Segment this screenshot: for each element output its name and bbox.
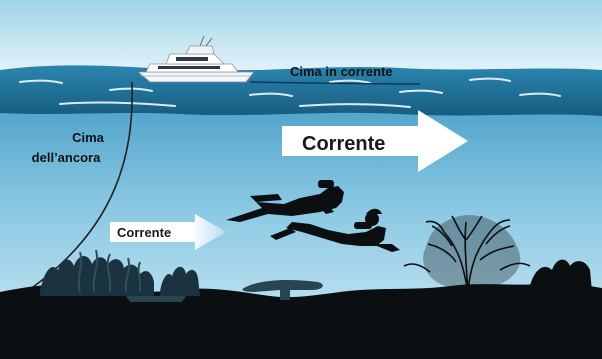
current-arrow-large-label: Corrente <box>302 133 385 155</box>
trailing-current-line-label: Cima in corrente <box>290 64 393 79</box>
anchor-line-label-line2: dell’ancora <box>32 150 101 165</box>
anchor-line-label-line1: Cima <box>72 130 105 145</box>
current-arrow-small-label: Corrente <box>117 225 171 240</box>
